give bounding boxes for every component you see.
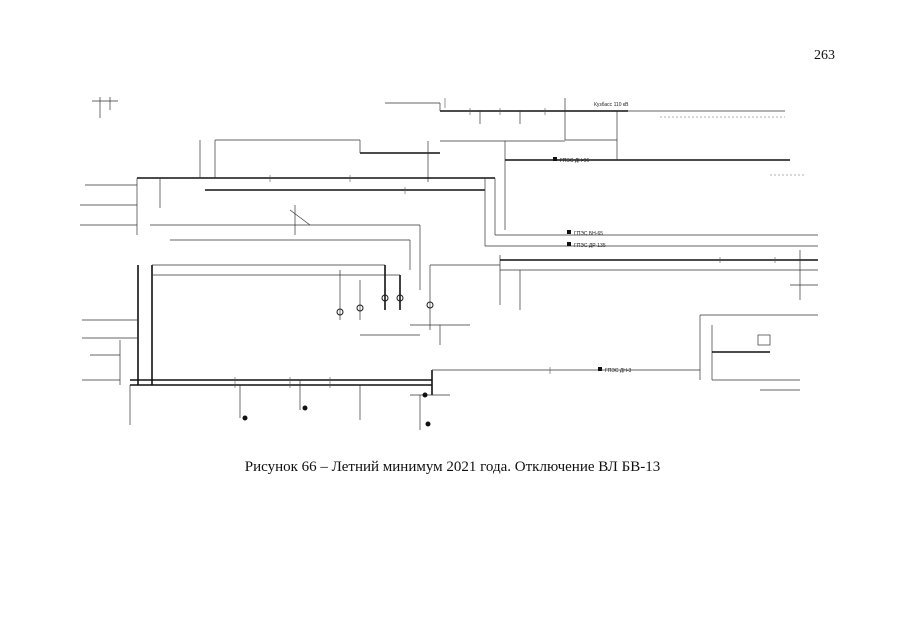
page-number: 263 — [814, 48, 835, 63]
load-1-icon — [242, 415, 248, 421]
gpps-dn96-label: ГПЭС ДН-96 — [560, 158, 589, 164]
gpps-dn3-label: ГПЭС ДН-3 — [605, 368, 632, 374]
gpps-dp135-label: ГПЭС ДР-135 — [574, 243, 606, 249]
gpps-dn3-marker — [598, 367, 602, 371]
kuzbass-label: Кузбасс 110 кВ — [594, 102, 629, 108]
load-3-icon — [425, 421, 431, 427]
middle-feeders: ГПЭС БН-65 ГПЭС ДР-135 — [150, 205, 818, 290]
gpps-dn96-marker — [553, 157, 557, 161]
kuzbass-bus: Кузбасс 110 кВ — [385, 98, 785, 140]
central-substation — [137, 255, 818, 385]
generator-2-icon — [356, 304, 364, 312]
load-2-icon — [302, 405, 308, 411]
left-lower-side — [82, 319, 138, 425]
gpps-dp135-marker — [567, 242, 571, 246]
left-upper-bus — [80, 139, 496, 246]
figure-caption: Рисунок 66 – Летний минимум 2021 года. О… — [244, 459, 661, 475]
diagram-tick-marks — [234, 98, 776, 388]
generator-5-icon — [426, 301, 434, 309]
gpps-bn65-label: ГПЭС БН-65 — [574, 231, 603, 237]
generator-4-icon — [396, 294, 404, 302]
right-side-block — [699, 174, 818, 391]
breaker-icon — [422, 392, 428, 398]
generator-1-icon — [336, 308, 344, 316]
bottom-main-bus: ГПЭС ДН-3 — [130, 367, 700, 430]
upper-middle-branch: ГПЭС ДН-96 — [360, 139, 790, 230]
right-transformer-box — [757, 334, 771, 346]
gpps-bn65-marker — [567, 230, 571, 234]
generator-3-icon — [381, 294, 389, 302]
top-left-node — [92, 97, 118, 118]
